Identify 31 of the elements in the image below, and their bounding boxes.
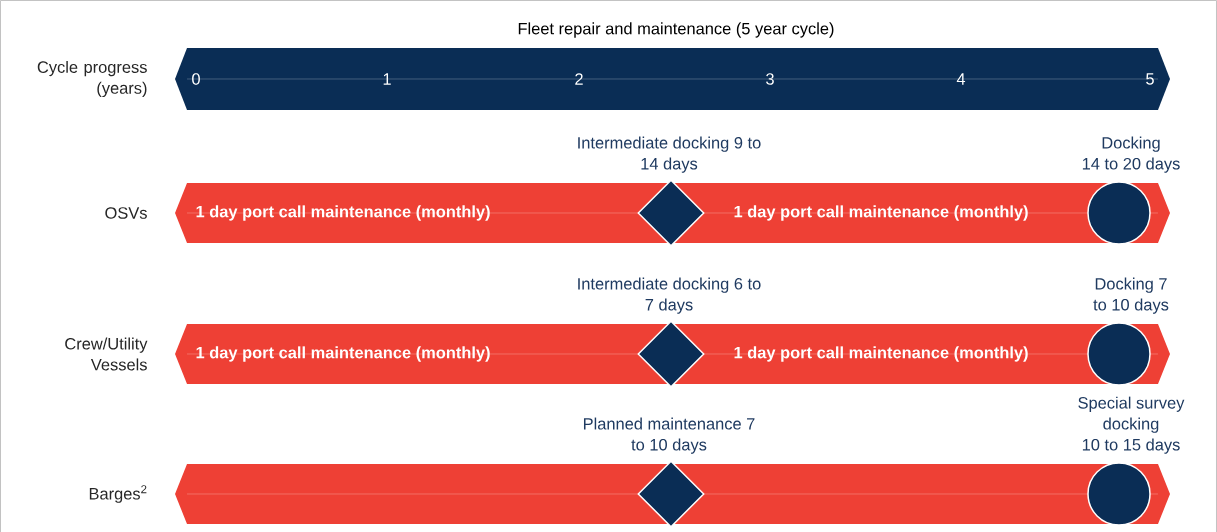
band-text: 1 day port call maintenance (monthly) (196, 205, 490, 221)
docking-label: Docking 14 to 20 days (1082, 136, 1180, 173)
docking-label: Docking 7 to 10 days (1093, 277, 1169, 314)
band-text: 1 day port call maintenance (monthly) (734, 205, 1028, 221)
tick-label: 1 (383, 73, 391, 85)
docking-label: Planned maintenance 7 to 10 days (584, 417, 755, 454)
row-label: OSVs (105, 207, 147, 219)
tick-label: 2 (575, 73, 583, 85)
tick-label: 4 (956, 73, 966, 85)
docking-diamond (637, 460, 705, 528)
docking-label: Intermediate docking 9 to 14 days (578, 136, 761, 173)
band-text: 1 day port call maintenance (monthly) (196, 346, 490, 362)
row-label: Barges$^{2}$ (89, 485, 147, 503)
band-text: 1 day port call maintenance (monthly) (734, 346, 1028, 362)
row-label: Crew/Utility Vessels (65, 337, 148, 371)
timeline-band (175, 48, 1170, 110)
docking-circle (1087, 181, 1151, 245)
tick-label: 0 (192, 73, 200, 85)
maintenance-band (175, 183, 1170, 243)
tick-label: 5 (1146, 73, 1154, 85)
title: Fleet repair and maintenance (5 year cycle) (518, 22, 834, 38)
row-label: Cycle progress (years) (37, 60, 147, 98)
docking-label: Intermediate docking 6 to 7 days (578, 277, 761, 314)
docking-circle (1087, 462, 1151, 526)
docking-circle (1087, 322, 1151, 386)
docking-diamond (637, 320, 705, 388)
maintenance-band (175, 464, 1170, 524)
docking-label: Special survey docking 10 to 15 days (1078, 396, 1185, 454)
maintenance-band (175, 324, 1170, 384)
tick-label: 3 (766, 73, 774, 85)
docking-diamond (637, 179, 705, 247)
